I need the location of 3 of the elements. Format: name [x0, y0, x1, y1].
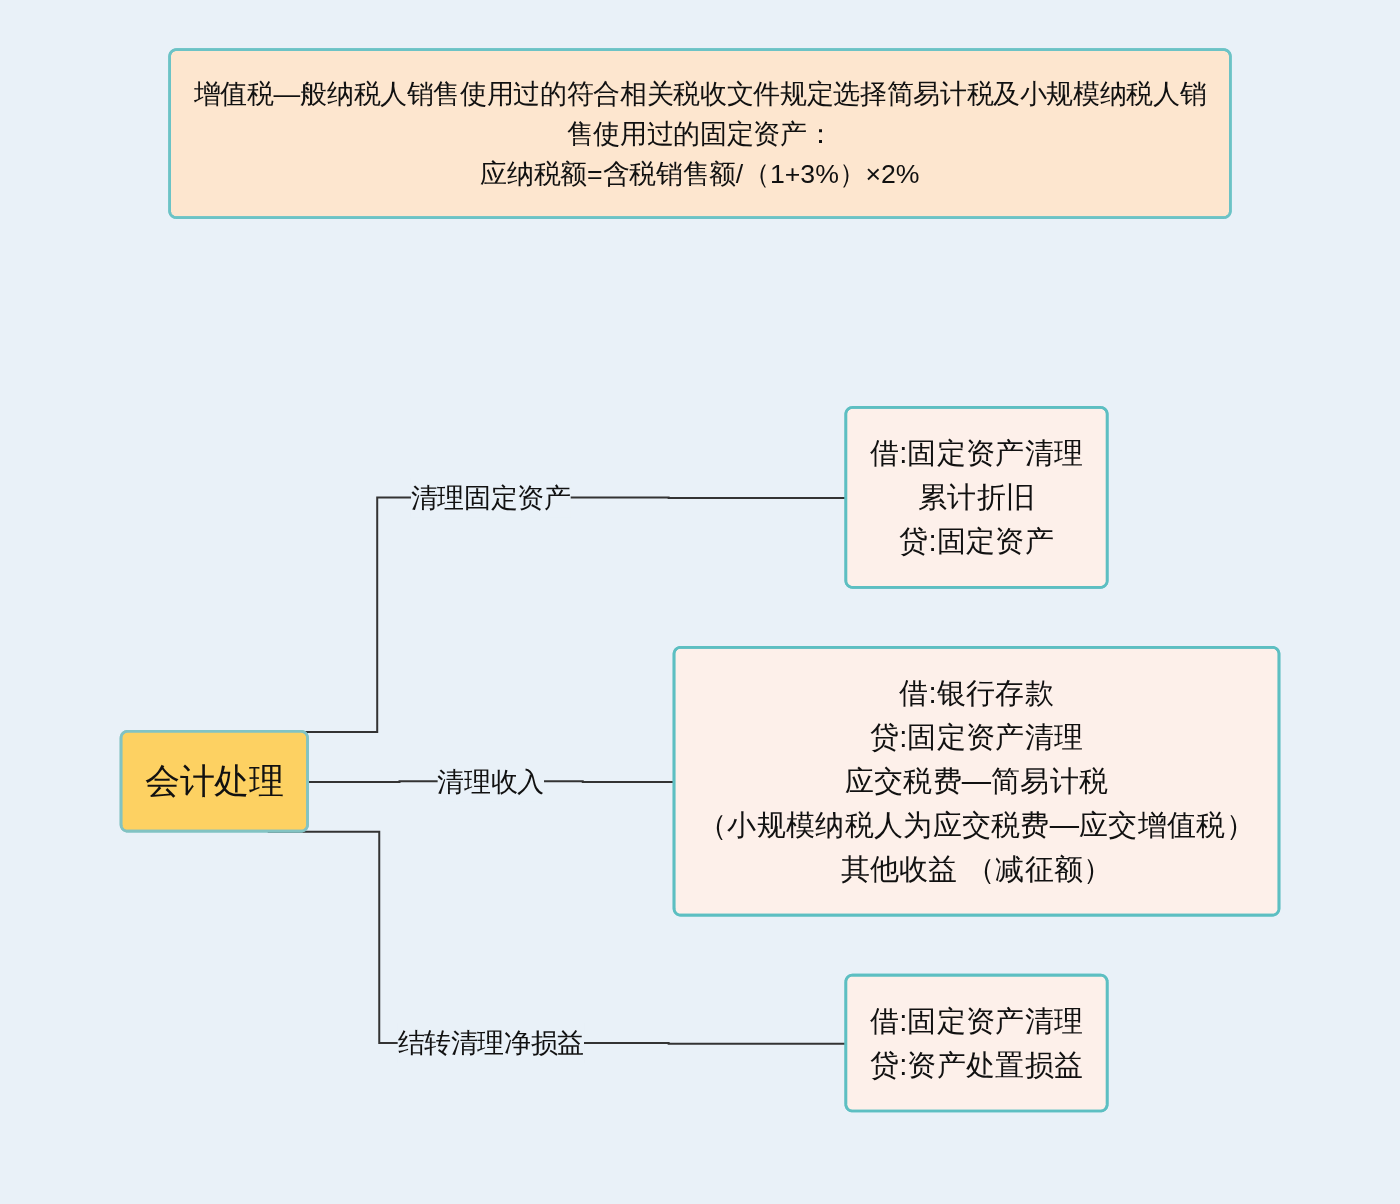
edge-label: 清理固定资产: [410, 482, 571, 513]
edge-label: 结转清理净损益: [397, 1028, 585, 1058]
edge-label: 清理收入: [437, 766, 545, 796]
